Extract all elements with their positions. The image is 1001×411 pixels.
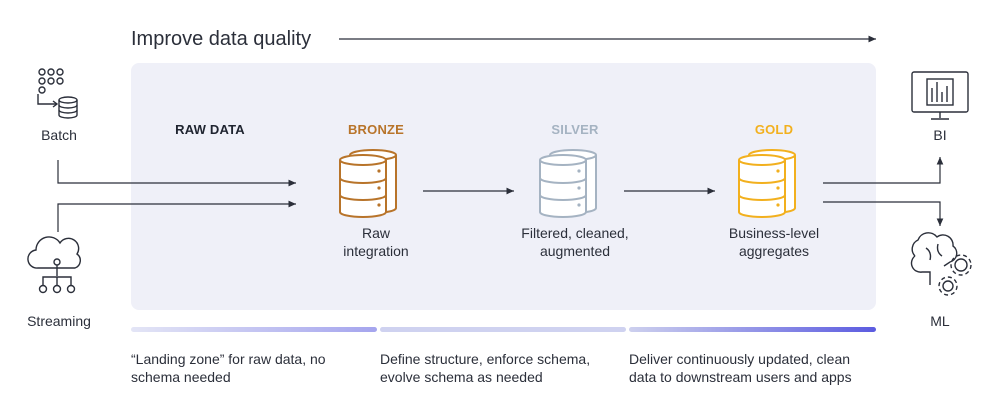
bronze-database-icon — [339, 149, 397, 218]
gold-database-icon — [738, 149, 796, 218]
batch-label: Batch — [41, 127, 77, 143]
bi-label: BI — [933, 127, 947, 143]
cloud-network-icon — [27, 236, 81, 294]
streaming-connector — [57, 200, 296, 232]
gold-note: Deliver continuously updated, clean data… — [629, 351, 852, 385]
bronze-label: BRONZE — [347, 122, 405, 137]
silver-database-icon — [539, 149, 597, 218]
monitor-chart-icon — [911, 71, 969, 120]
diagram-title: Improve data quality — [131, 28, 312, 50]
ml-label: ML — [930, 313, 950, 329]
raw-note: “Landing zone” for raw data, no schema n… — [131, 351, 326, 385]
silver-note: Define structure, enforce schema, evolve… — [380, 351, 591, 385]
gold-to-ml-connector — [823, 201, 944, 226]
gold-to-bi-connector — [823, 157, 944, 184]
progress-segment-2 — [380, 327, 626, 332]
streaming-label: Streaming — [27, 313, 91, 329]
silver-label: SILVER — [551, 122, 599, 137]
silver-description: Filtered, cleaned, augmented — [521, 225, 629, 259]
batch-database-icon — [37, 68, 78, 119]
raw-data-label: RAW DATA — [175, 122, 245, 137]
progress-segment-3 — [629, 327, 876, 332]
medallion-panel — [131, 63, 876, 310]
progress-segment-1 — [131, 327, 377, 332]
bronze-description: Raw integration — [343, 225, 409, 259]
batch-connector — [57, 160, 296, 187]
brain-gears-icon — [910, 232, 972, 296]
gold-label: GOLD — [754, 122, 794, 137]
gold-description: Business-level aggregates — [728, 225, 820, 259]
